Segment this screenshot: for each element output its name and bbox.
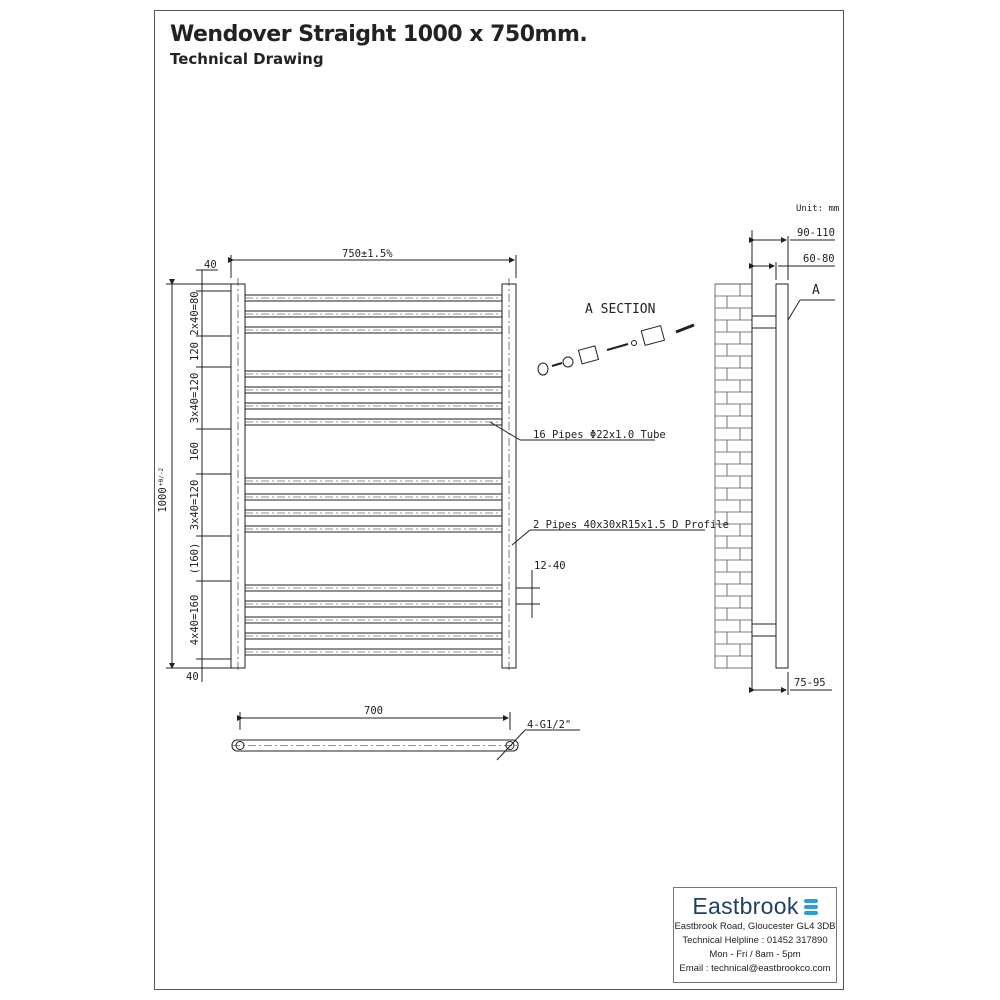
heating-bar	[245, 326, 502, 334]
waves-icon	[803, 898, 818, 915]
gap-dimension: 12-40	[534, 560, 566, 572]
width-dimension: 750±1.5%	[342, 248, 393, 260]
section-a-parts	[537, 323, 695, 376]
company-logo: Eastbrook	[674, 893, 836, 920]
spacing-dimension: 2x40=80	[189, 291, 201, 335]
spacing-dimension: (160)	[189, 543, 201, 575]
company-helpline: Technical Helpline : 01452 317890	[682, 935, 828, 946]
company-hours: Mon - Fri / 8am - 5pm	[709, 949, 801, 960]
outer-depth: 90-110	[797, 227, 835, 239]
heating-bar	[245, 310, 502, 318]
spacing-dimension: 120	[189, 342, 201, 361]
page-subtitle: Technical Drawing	[170, 50, 324, 68]
inner-depth: 60-80	[803, 253, 835, 265]
heating-bar	[245, 600, 502, 608]
heating-bar	[245, 386, 502, 394]
heating-bar	[245, 616, 502, 624]
wall-bricks	[714, 283, 753, 669]
spacing-dimension: 4x40=160	[189, 595, 201, 646]
company-email[interactable]: Email : technical@eastbrookco.com	[679, 963, 831, 974]
section-label: A SECTION	[585, 302, 655, 317]
top-offset: 40	[204, 259, 217, 271]
heating-bar	[245, 294, 502, 302]
heating-bar	[245, 477, 502, 485]
horizontal-bars	[245, 294, 502, 656]
heating-bar	[245, 493, 502, 501]
bottom-depth: 75-95	[794, 677, 826, 689]
bottom-width: 700	[364, 705, 383, 717]
heating-bar	[245, 525, 502, 533]
profile-note: 2 Pipes 40x30xR15x1.5 D Profile	[533, 519, 729, 531]
company-address: Eastbrook Road, Gloucester GL4 3DB	[674, 921, 836, 932]
heating-bar	[245, 370, 502, 378]
unit-label: Unit: mm	[796, 204, 839, 214]
wall-bracket-bottom	[751, 623, 777, 637]
heating-bar	[245, 632, 502, 640]
heating-bar	[245, 402, 502, 410]
company-name: Eastbrook	[692, 893, 799, 919]
section-marker: A	[812, 283, 820, 298]
height-tolerance: +0/-2	[158, 468, 165, 486]
height-dimension: 1000	[157, 487, 169, 512]
company-info-box: Eastbrook Eastbrook Road, Gloucester GL4…	[673, 887, 837, 983]
side-rail	[775, 283, 789, 669]
pipes-note: 16 Pipes Φ22x1.0 Tube	[533, 429, 666, 441]
heating-bar	[245, 418, 502, 426]
heating-bar	[245, 648, 502, 656]
drawing-frame	[154, 10, 844, 990]
heating-bar	[245, 584, 502, 592]
page-title: Wendover Straight 1000 x 750mm.	[170, 22, 588, 47]
spacing-dimension: 3x40=120	[189, 373, 201, 424]
heating-bar	[245, 509, 502, 517]
bottom-offset: 40	[186, 671, 199, 683]
wall-bracket-top	[751, 315, 777, 329]
spacing-dimension: 160	[189, 442, 201, 461]
connection-size: 4-G1/2"	[527, 719, 571, 731]
spacing-dimension: 3x40=120	[189, 480, 201, 531]
